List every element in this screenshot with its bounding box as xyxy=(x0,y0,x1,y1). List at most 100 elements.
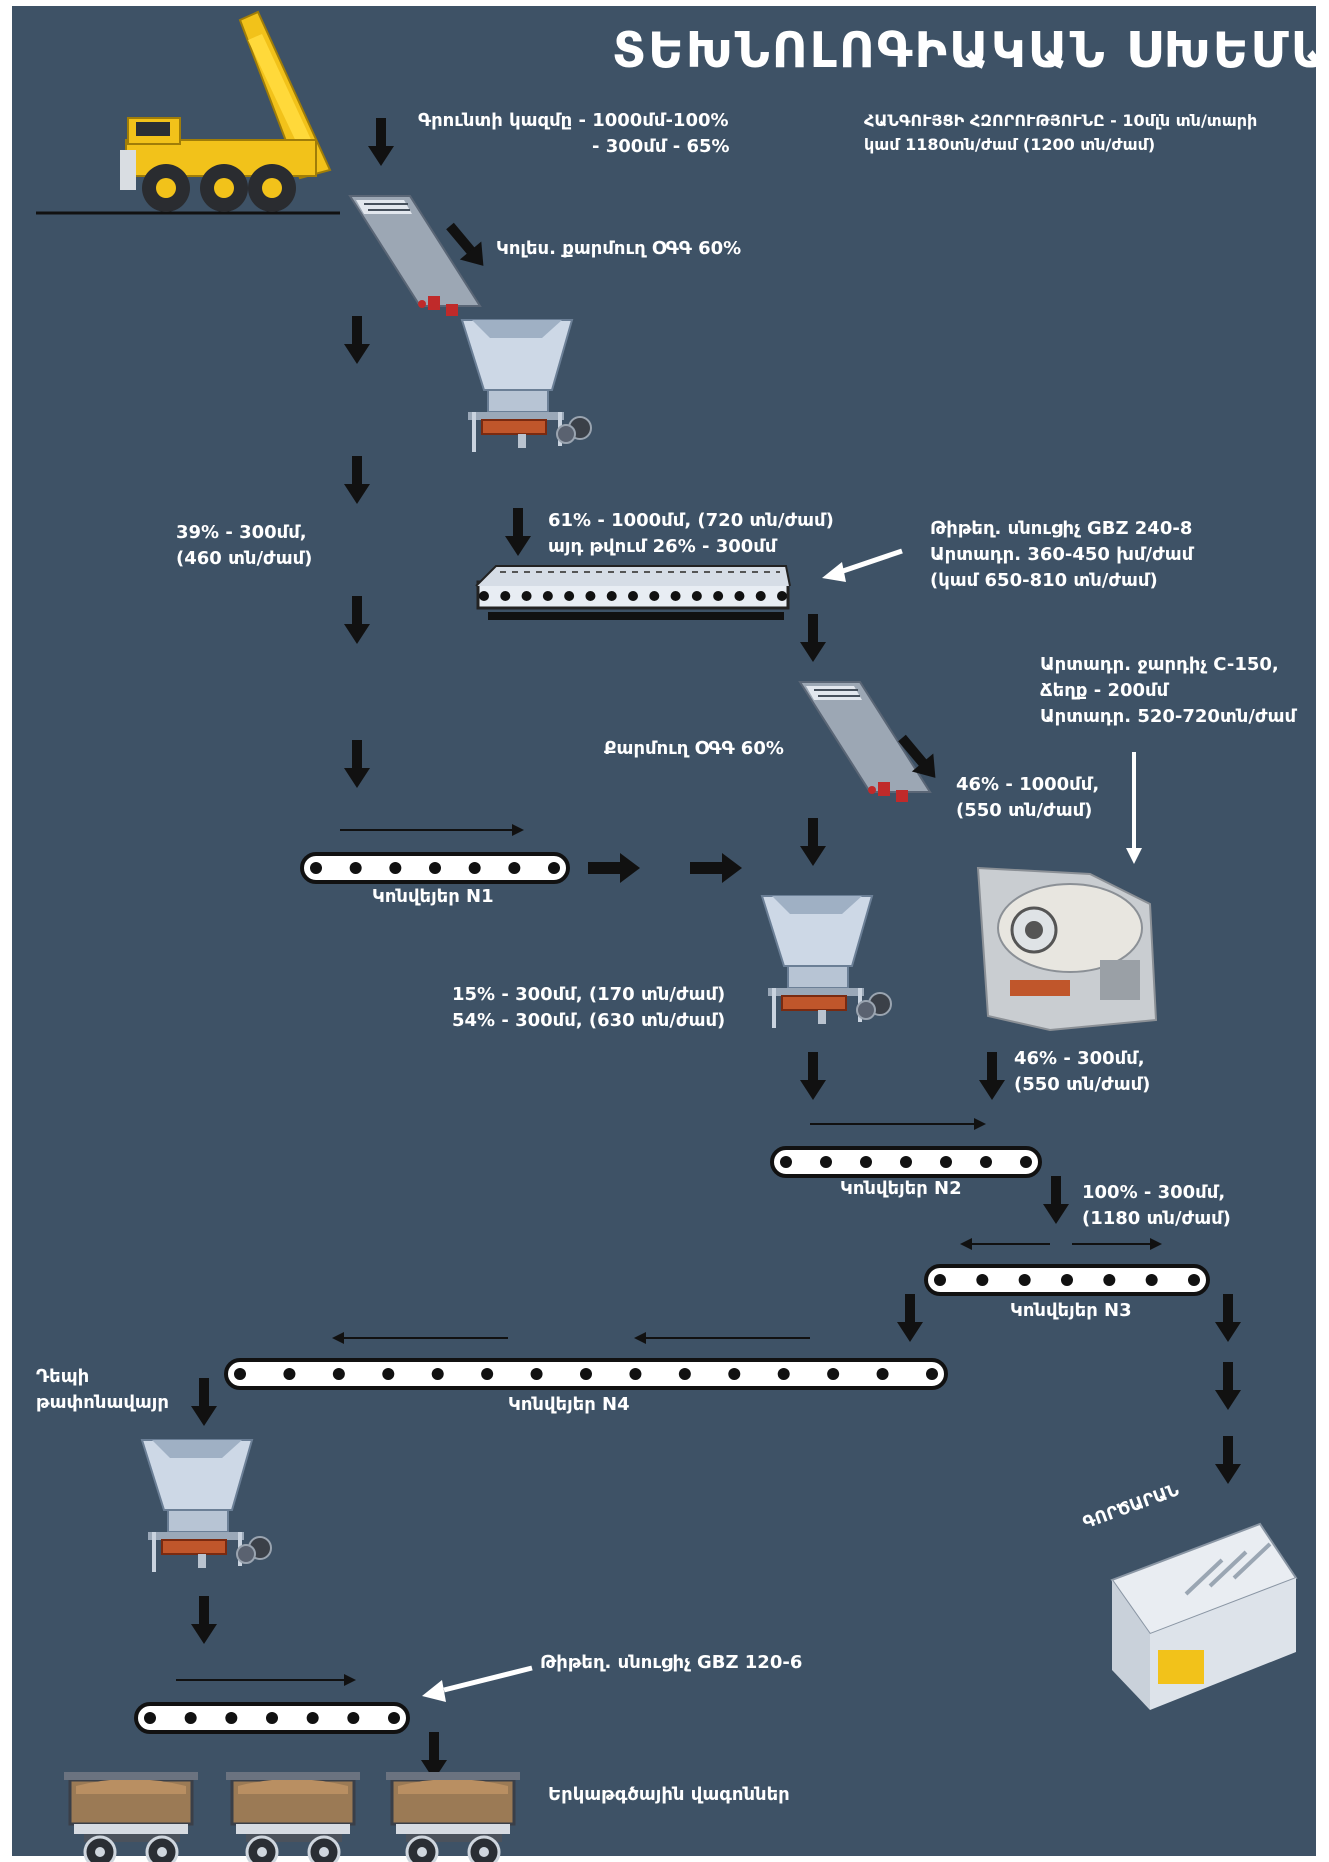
conveyor-roller xyxy=(580,1368,592,1380)
hopper-feeder-icon xyxy=(461,319,592,453)
to-dump-line-2: թափոնավայր xyxy=(36,1392,169,1413)
conveyor-roller xyxy=(306,1712,319,1724)
flow-arrow-icon xyxy=(800,614,826,662)
flow-arrow-icon xyxy=(191,1596,217,1644)
dump-truck-icon xyxy=(120,10,332,212)
flow-arrow-icon xyxy=(1043,1176,1069,1224)
conveyor-roller xyxy=(234,1368,246,1380)
flow-arrow-icon xyxy=(588,853,640,883)
conveyor-n4-label: Կոնվեյեր N4 xyxy=(508,1394,630,1415)
conveyor-roller xyxy=(382,1368,395,1380)
conveyor-roller xyxy=(564,591,575,601)
conveyor-roller xyxy=(734,591,745,601)
feeder-spec-line-3: (կամ 650-810 տն/ժամ) xyxy=(930,570,1158,591)
final-feeder-label: Թիթեղ. սնուցիչ GBZ 120-6 xyxy=(540,1652,803,1673)
crusher-spec-line-3: Արտադր. 520-720տն/ժամ xyxy=(1040,706,1297,727)
conveyor-roller xyxy=(755,591,766,601)
capacity-line-2: կամ 1180տն/ժամ (1200 տն/ժամ) xyxy=(864,135,1156,154)
conveyor-roller xyxy=(1020,1156,1032,1168)
conveyor-roller xyxy=(521,591,532,601)
factory-icon xyxy=(1110,1522,1298,1710)
to-crusher-line-1: 46% - 1000մմ, xyxy=(956,774,1100,795)
conveyor-roller xyxy=(1145,1274,1158,1286)
crusher-out-line-1: 46% - 300մմ, xyxy=(1014,1048,1145,1069)
conveyor-roller xyxy=(820,1156,832,1168)
bypass-line-1: 39% - 300մմ, xyxy=(176,522,307,543)
plate-feeder-rollers xyxy=(479,591,787,601)
conveyor-roller xyxy=(310,862,322,874)
conveyor-roller xyxy=(548,862,560,874)
flow-arrow-icon xyxy=(344,456,370,504)
feeder2-line-2: 54% - 300մմ, (630 տն/ժամ) xyxy=(452,1010,726,1031)
conveyor-roller xyxy=(542,591,553,601)
flow-arrow-icon xyxy=(1215,1362,1241,1410)
conveyor-roller xyxy=(777,1368,790,1380)
conveyor-roller xyxy=(980,1156,992,1168)
crusher-spec-line-2: Ճեղք - 200մմ xyxy=(1040,680,1169,701)
crusher-spec-line-1: Արտադր. ջարդիչ C-150, xyxy=(1040,654,1279,675)
conveyor-roller xyxy=(628,591,638,601)
conveyor-n1 xyxy=(300,824,570,884)
total-line-2: (1180 տն/ժամ) xyxy=(1082,1208,1231,1229)
conveyor-roller xyxy=(225,1712,238,1724)
conveyor-n2-label: Կոնվեյեր N2 xyxy=(840,1178,962,1199)
conveyor-roller xyxy=(481,1368,494,1380)
jaw-crusher-icon xyxy=(976,866,1158,1032)
conveyor-roller xyxy=(479,591,489,601)
feeder-out-line-1: 61% - 1000մմ, (720 տն/ժամ) xyxy=(548,510,834,531)
crusher-out-line-2: (550 տն/ժամ) xyxy=(1014,1074,1151,1095)
conveyor-roller xyxy=(585,591,596,601)
flow-arrow-icon xyxy=(800,1052,826,1100)
flow-arrow-icon xyxy=(368,118,394,166)
flow-arrow-icon xyxy=(344,740,370,788)
diagram-title: ՏԵԽՆՈԼՈԳԻԱԿԱՆ ՍԽԵՄԱ xyxy=(612,22,1329,79)
flow-arrow-icon xyxy=(1215,1294,1241,1342)
rail-wagon-icon xyxy=(224,1770,362,1862)
conveyor-roller xyxy=(431,1368,444,1380)
conveyor-roller xyxy=(629,1368,642,1380)
conveyor-roller xyxy=(827,1368,840,1380)
conveyor-roller xyxy=(508,862,521,874)
rail-wagon-icon xyxy=(62,1770,200,1862)
flow-arrow-icon xyxy=(690,853,742,883)
conveyor-roller xyxy=(691,591,702,601)
feeder2-line-1: 15% - 300մմ, (170 տն/ժամ) xyxy=(452,984,726,1005)
flow-arrow-icon xyxy=(979,1052,1005,1100)
conveyor-n1-label: Կոնվեյեր N1 xyxy=(372,886,494,907)
conveyor-n4 xyxy=(224,1332,948,1390)
conveyor-roller xyxy=(777,591,787,601)
conveyor-roller xyxy=(728,1368,741,1380)
flow-arrow-icon xyxy=(1215,1436,1241,1484)
conveyor-final xyxy=(134,1674,410,1734)
spec-arrow-icon xyxy=(422,1665,533,1702)
flow-arrow-icon xyxy=(344,316,370,364)
conveyor-roller xyxy=(1188,1274,1200,1286)
flow-arrow-icon xyxy=(505,508,531,556)
spec-arrow-icon xyxy=(1126,752,1142,864)
flow-arrow-icon xyxy=(191,1378,217,1426)
grizzly-screen-icon xyxy=(349,195,481,317)
feeder-out-line-2: այդ թվում 26% - 300մմ xyxy=(548,536,777,557)
conveyor-roller xyxy=(606,591,617,601)
hopper-feeder-icon xyxy=(141,1439,272,1573)
conveyor-roller xyxy=(144,1712,156,1724)
conveyor-roller xyxy=(332,1368,345,1380)
conveyor-roller xyxy=(349,862,362,874)
conveyor-roller xyxy=(860,1156,872,1168)
total-line-1: 100% - 300մմ, xyxy=(1082,1182,1226,1203)
conveyor-roller xyxy=(678,1368,691,1380)
conveyor-roller xyxy=(347,1712,360,1724)
conveyor-roller xyxy=(780,1156,792,1168)
feed-line-2: - 300մմ - 65% xyxy=(592,136,730,157)
capacity-line-1: ՀԱՆԳՈՒՅՑԻ ՀԶՈՐՈՒԹՅՈՒՆԸ - 10մլն տն/տարի xyxy=(864,111,1258,130)
conveyor-roller xyxy=(1103,1274,1116,1286)
feeder-spec-line-2: Արտադր. 360-450 խմ/ժամ xyxy=(930,544,1194,565)
spec-arrow-icon xyxy=(822,548,903,582)
conveyor-roller xyxy=(283,1368,296,1380)
conveyor-roller xyxy=(900,1156,912,1168)
grizzly1-label: Կոլես. քարմուղ ՕԳԳ 60% xyxy=(496,238,742,259)
conveyor-roller xyxy=(184,1712,197,1724)
conveyor-roller xyxy=(266,1712,278,1724)
